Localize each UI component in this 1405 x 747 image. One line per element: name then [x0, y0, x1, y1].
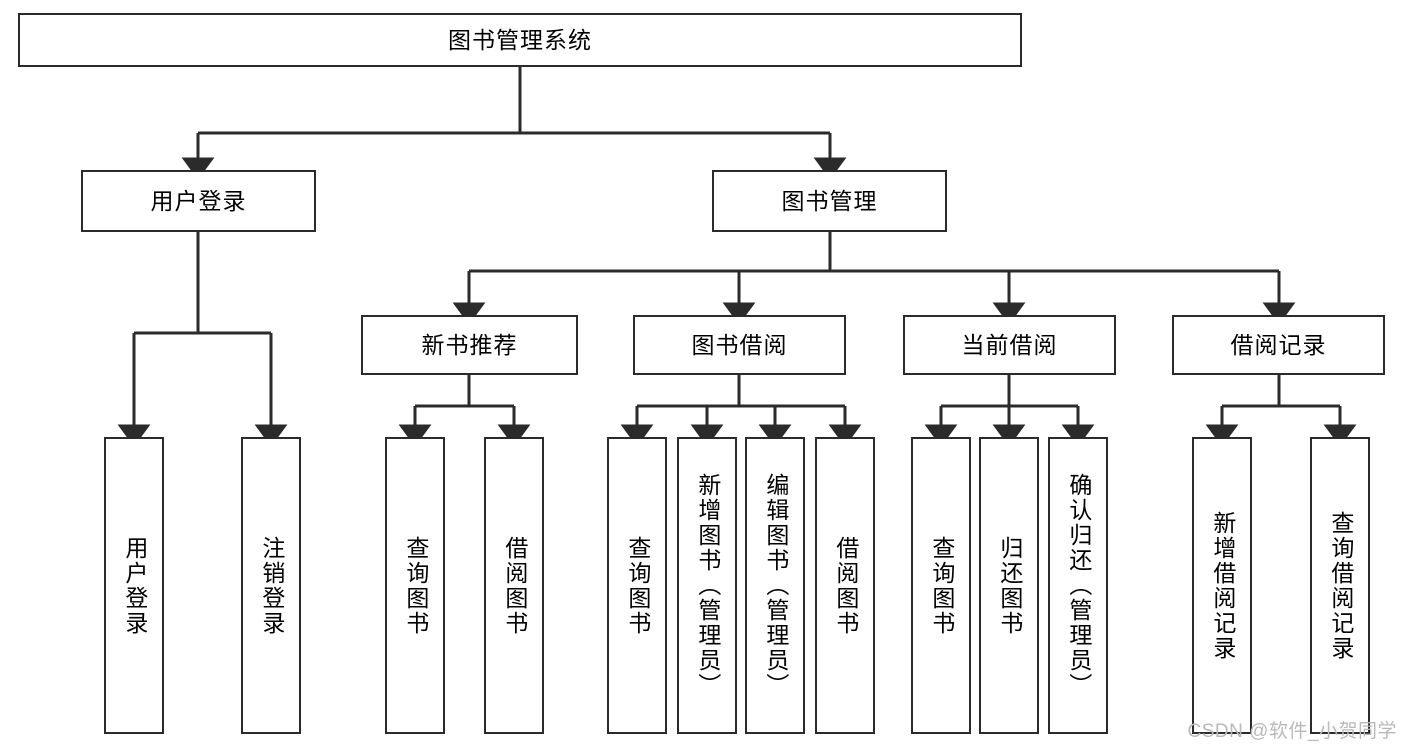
node-label: 查询借阅记录 [1327, 510, 1354, 661]
leaf-record-add-record[interactable]: 新增借阅记录 [1192, 437, 1252, 734]
node-label: 用户登录 [150, 187, 247, 214]
node-label: 注销登录 [258, 535, 285, 636]
leaf-borrow-borrow-book[interactable]: 借阅图书 [815, 437, 875, 734]
node-label: 编辑图书（管理员） [762, 473, 789, 698]
leaf-borrow-edit-book-admin[interactable]: 编辑图书（管理员） [745, 437, 805, 734]
node-label: 查询图书 [402, 535, 429, 636]
leaf-current-return-book[interactable]: 归还图书 [979, 437, 1039, 734]
node-label: 图书管理 [781, 187, 878, 214]
leaf-current-confirm-return-admin[interactable]: 确认归还（管理员） [1048, 437, 1108, 734]
node-label: 借阅图书 [501, 535, 528, 636]
node-label: 归还图书 [996, 535, 1023, 636]
node-label: 查询图书 [624, 535, 651, 636]
leaf-recommend-query-book[interactable]: 查询图书 [385, 437, 445, 734]
leaf-record-query-record[interactable]: 查询借阅记录 [1310, 437, 1370, 734]
node-label: 新书推荐 [421, 331, 518, 358]
leaf-recommend-borrow-book[interactable]: 借阅图书 [484, 437, 544, 734]
csdn-watermark: CSDN @软件_小贺同学 [1187, 721, 1397, 742]
node-book-management[interactable]: 图书管理 [712, 170, 947, 232]
node-label: 当前借阅 [961, 331, 1058, 358]
node-borrow-record[interactable]: 借阅记录 [1172, 315, 1385, 375]
node-label: 图书借阅 [691, 331, 788, 358]
node-label: 图书管理系统 [448, 26, 592, 53]
node-new-book-recommend[interactable]: 新书推荐 [361, 315, 578, 375]
node-label: 借阅图书 [832, 535, 859, 636]
node-label: 新增借阅记录 [1209, 510, 1236, 661]
node-user-login[interactable]: 用户登录 [81, 170, 316, 232]
node-label: 查询图书 [928, 535, 955, 636]
node-root-system[interactable]: 图书管理系统 [18, 13, 1022, 67]
leaf-current-query-book[interactable]: 查询图书 [911, 437, 971, 734]
node-current-borrow[interactable]: 当前借阅 [903, 315, 1116, 375]
leaf-user-login-logout[interactable]: 注销登录 [241, 437, 301, 734]
node-label: 新增图书（管理员） [694, 473, 721, 698]
node-book-borrow[interactable]: 图书借阅 [633, 315, 846, 375]
leaf-borrow-add-book-admin[interactable]: 新增图书（管理员） [677, 437, 737, 734]
node-label: 确认归还（管理员） [1065, 473, 1092, 698]
node-label: 用户登录 [121, 535, 148, 636]
leaf-user-login-login[interactable]: 用户登录 [104, 437, 164, 734]
node-label: 借阅记录 [1230, 331, 1327, 358]
leaf-borrow-query-book[interactable]: 查询图书 [607, 437, 667, 734]
